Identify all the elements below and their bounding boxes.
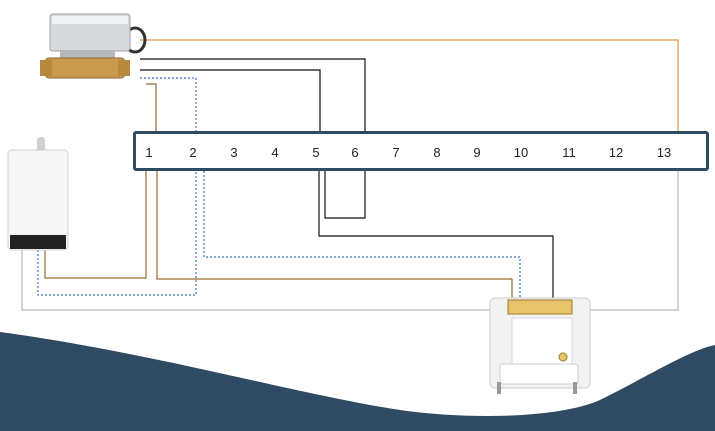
terminal-label-3: 3 bbox=[219, 145, 249, 160]
boiler-icon bbox=[8, 137, 68, 250]
terminal-label-5: 5 bbox=[301, 145, 331, 160]
terminal-label-2: 2 bbox=[178, 145, 208, 160]
terminal-label-8: 8 bbox=[422, 145, 452, 160]
terminal-label-11: 11 bbox=[554, 145, 584, 160]
terminal-label-4: 4 bbox=[260, 145, 290, 160]
wire-blue-valve-2 bbox=[140, 78, 196, 131]
wire-black-valve-5 bbox=[140, 70, 320, 131]
terminal-label-13: 13 bbox=[649, 145, 679, 160]
wire-brown-valve-1 bbox=[146, 84, 156, 131]
terminal-label-7: 7 bbox=[381, 145, 411, 160]
terminal-label-10: 10 bbox=[506, 145, 536, 160]
terminal-label-12: 12 bbox=[601, 145, 631, 160]
wire-black-link-5-6 bbox=[325, 171, 365, 218]
footer-wave bbox=[0, 332, 715, 431]
wire-black-5-wc bbox=[319, 171, 553, 300]
wire-orange bbox=[140, 40, 678, 131]
terminal-label-1: 1 bbox=[134, 145, 164, 160]
zone-valve-icon bbox=[40, 14, 145, 78]
terminal-label-9: 9 bbox=[462, 145, 492, 160]
terminal-label-6: 6 bbox=[340, 145, 370, 160]
wiring-centre-icon bbox=[490, 298, 590, 394]
wire-grey-boiler bbox=[22, 171, 678, 310]
